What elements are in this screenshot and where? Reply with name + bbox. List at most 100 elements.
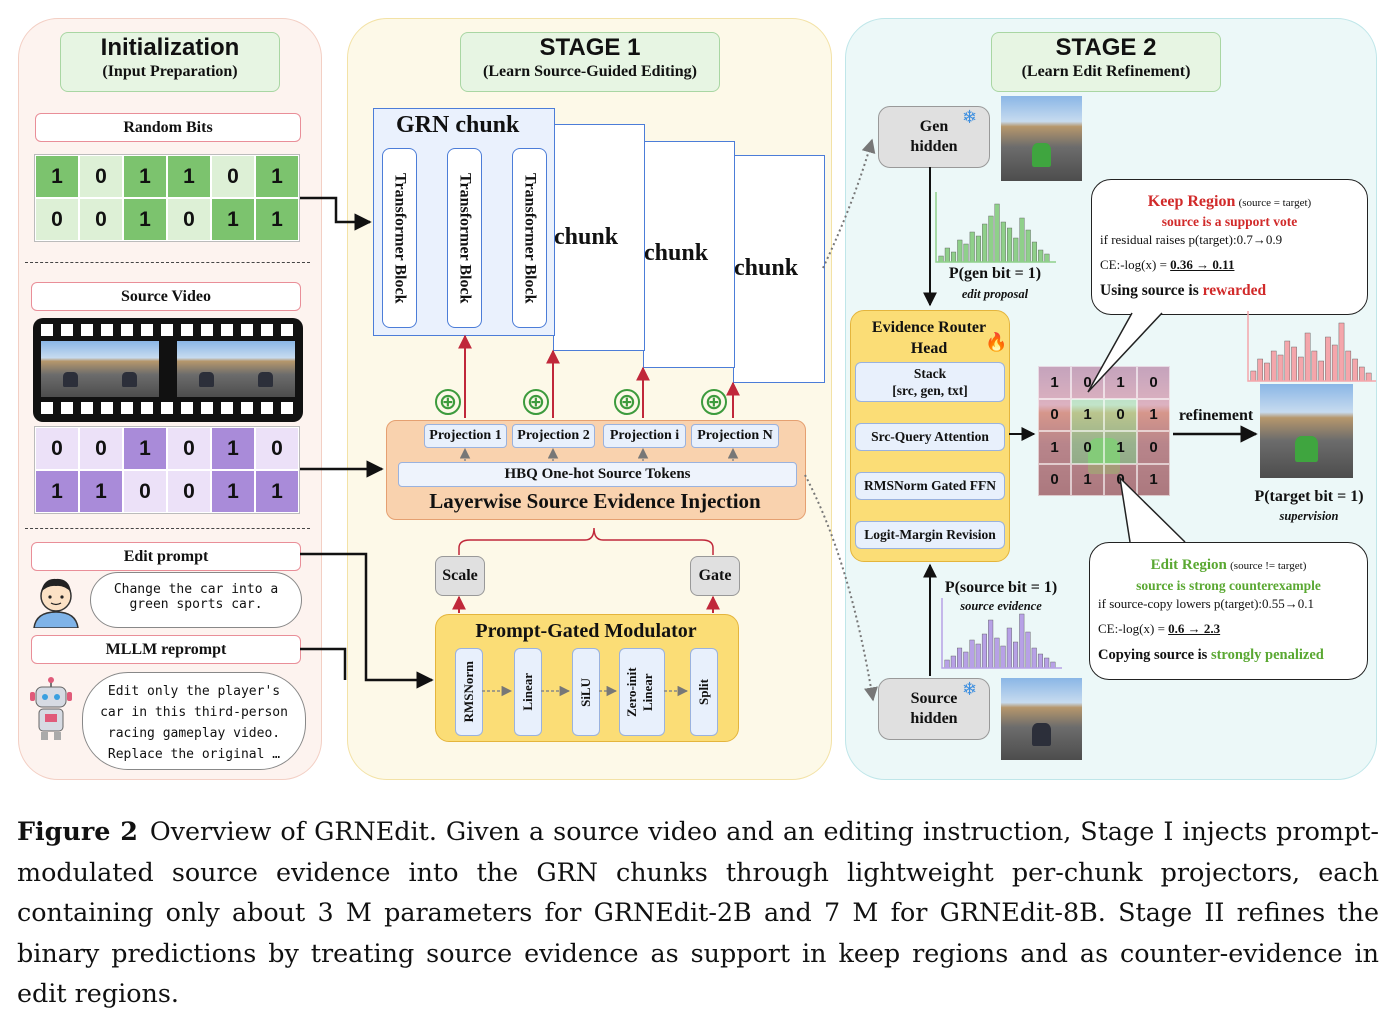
- source-bit-cell: 1: [255, 470, 299, 513]
- random-bits-label: Random Bits: [35, 113, 301, 142]
- edit-bit-cell: 1: [1038, 431, 1071, 464]
- keep-title: Keep Region: [1147, 193, 1236, 210]
- edit-prompt-line: Change the car into a: [113, 582, 279, 597]
- hbq-source-tokens: HBQ One-hot Source Tokens: [398, 462, 797, 487]
- p-target-sub: supervision: [1279, 509, 1339, 523]
- edit-bit-cell: 0: [1137, 431, 1170, 464]
- edit-title-row: Edit Region (source != target): [1098, 557, 1359, 574]
- random-bit-cell: 1: [211, 198, 255, 241]
- source-bit-cell: 0: [79, 427, 123, 470]
- stage2-header: STAGE 2 (Learn Edit Refinement): [991, 32, 1221, 92]
- rmsnorm-block: RMSNorm: [455, 648, 483, 736]
- gen-hidden-line: Gen: [919, 118, 949, 135]
- keep-ce-prefix: CE:-log(x) =: [1100, 257, 1171, 272]
- edit-line2: if source-copy lowers p(target):0.55→0.1: [1098, 596, 1315, 611]
- keep-line4: Using source is rewarded: [1100, 282, 1266, 300]
- random-bit-cell: 1: [35, 155, 79, 198]
- source-frame-thumbnail: [1001, 678, 1082, 760]
- keep-line4-prefix: Using source is: [1100, 282, 1203, 299]
- edit-bit-cell: 1: [1137, 398, 1170, 431]
- refinement-label: refinement: [1178, 407, 1254, 424]
- mllm-line: racing gameplay video.: [107, 726, 281, 741]
- stage2-title: STAGE 2: [1055, 34, 1157, 61]
- router-block-label: Stack: [913, 366, 947, 381]
- edit-prompt-label: Edit prompt: [31, 542, 301, 571]
- edit-bit-cell: 1: [1071, 463, 1104, 496]
- projection-n: Projection N: [691, 424, 779, 448]
- router-title: Evidence Router Head: [850, 317, 1008, 359]
- transformer-block-label: Transformer Block: [521, 172, 539, 304]
- film-holes-top: [41, 324, 295, 336]
- edit-line1: source is strong counterexample: [1136, 578, 1321, 593]
- caption-text: Overview of GRNEdit. Given a source vide…: [17, 816, 1379, 1008]
- chunk-back-2: [643, 141, 735, 368]
- random-bit-cell: 1: [167, 155, 211, 198]
- random-bit-cell: 0: [79, 155, 123, 198]
- projection-2: Projection 2: [512, 424, 595, 448]
- split-block: Split: [690, 648, 718, 736]
- router-title-line: Evidence Router: [871, 319, 987, 336]
- zero-init-linear-block: Zero-init Linear: [619, 648, 665, 736]
- add-icon: ⊕: [523, 389, 549, 415]
- chunk-label: chunk: [644, 240, 709, 266]
- source-bit-cell: 0: [255, 427, 299, 470]
- scale-box: Scale: [435, 556, 485, 596]
- keep-line1: source is a support vote: [1161, 214, 1298, 229]
- source-hidden-line: Source: [910, 690, 958, 707]
- init-title: Initialization: [100, 34, 240, 61]
- edit-bit-cell: 0: [1104, 398, 1137, 431]
- mllm-line: Edit only the player's: [107, 684, 281, 699]
- source-bit-cell: 1: [35, 470, 79, 513]
- rmsnorm-gated-ffn-block: RMSNorm Gated FFN: [855, 472, 1005, 500]
- source-bit-cell: 0: [123, 470, 167, 513]
- edit-line3: CE:-log(x) = 0.6 → 2.3: [1098, 621, 1220, 637]
- random-bit-cell: 1: [123, 198, 167, 241]
- target-frame-thumbnail: [1260, 384, 1353, 478]
- stage1-subtitle: (Learn Source-Guided Editing): [483, 63, 697, 80]
- add-icon: ⊕: [614, 389, 640, 415]
- edit-bit-cell: 0: [1071, 431, 1104, 464]
- keep-note: (source = target): [1238, 197, 1312, 209]
- gen-hidden-line: hidden: [910, 138, 958, 155]
- transformer-block: Transformer Block: [447, 148, 482, 328]
- p-gen-label: P(gen bit = 1): [948, 265, 1042, 282]
- edit-title: Edit Region: [1150, 557, 1227, 573]
- router-stack-block: Stack [src, gen, txt]: [855, 362, 1005, 402]
- p-source-sub: source evidence: [960, 599, 1042, 613]
- divider: [25, 528, 310, 529]
- router-title-line: Head: [910, 340, 948, 357]
- modulator-block-label: Split: [696, 678, 711, 705]
- source-bit-cell: 1: [211, 470, 255, 513]
- edit-prompt-line: green sports car.: [129, 597, 263, 612]
- edit-ce-prefix: CE:-log(x) =: [1098, 621, 1169, 636]
- source-bit-cell: 0: [167, 470, 211, 513]
- source-hidden-box: Source hidden: [878, 678, 990, 740]
- mllm-reprompt-label: MLLM reprompt: [31, 635, 301, 664]
- video-frame: [177, 341, 236, 397]
- edit-ce-value: 0.6 → 2.3: [1168, 621, 1221, 636]
- edit-bit-cell: 0: [1038, 398, 1071, 431]
- init-subtitle: (Input Preparation): [102, 63, 238, 80]
- edit-line4: Copying source is strongly penalized: [1098, 647, 1324, 664]
- edit-bit-cell: 0: [1104, 463, 1137, 496]
- fire-icon: 🔥: [985, 332, 1008, 352]
- video-frame: [41, 341, 100, 397]
- snowflake-icon: ❄: [962, 679, 978, 699]
- p-source-label: P(source bit = 1): [944, 579, 1058, 596]
- edit-bit-cell: 1: [1038, 366, 1071, 399]
- source-video-filmstrip: [33, 318, 303, 422]
- grn-chunk-label: GRN chunk: [396, 112, 520, 138]
- source-video-label: Source Video: [31, 282, 301, 311]
- edit-bit-cell: 1: [1104, 366, 1137, 399]
- router-block-label: [src, gen, txt]: [892, 383, 968, 398]
- projection-1: Projection 1: [424, 424, 507, 448]
- src-query-attention-block: Src-Query Attention: [855, 423, 1005, 451]
- source-hidden-line: hidden: [910, 710, 958, 727]
- edit-bit-cell: 1: [1104, 431, 1137, 464]
- random-bit-cell: 0: [211, 155, 255, 198]
- modulator-block-label: RMSNorm: [461, 661, 476, 723]
